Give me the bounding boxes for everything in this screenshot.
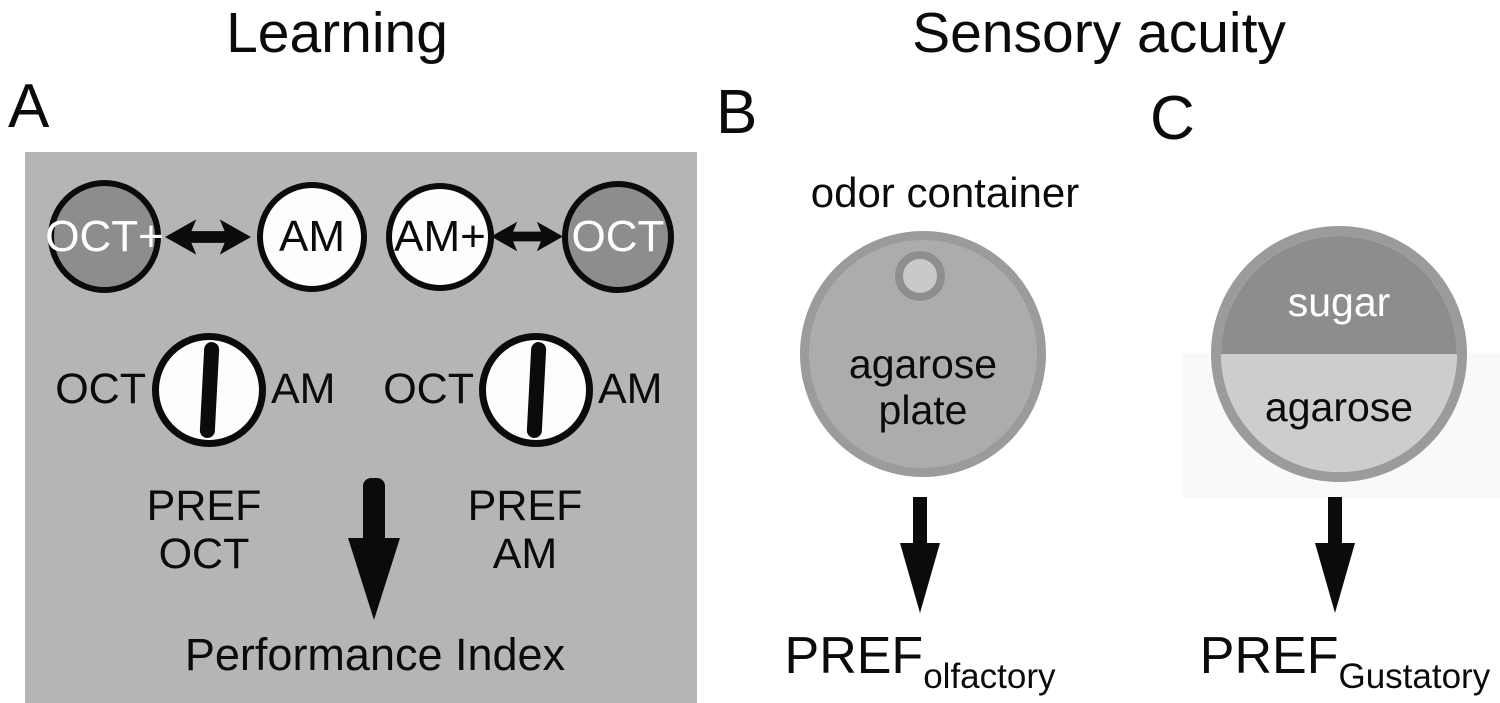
pref-gustatory-label: PREFGustatory [1180, 627, 1500, 694]
pref-am-text: PREF AM [425, 482, 625, 578]
odor-circle-oct-label: OCT [571, 212, 665, 261]
pref-oct-text: PREF OCT [104, 482, 304, 578]
odor-container-caption: odor container [810, 169, 1080, 216]
down-arrow-icon [346, 478, 402, 622]
panel-a-label: A [8, 72, 50, 141]
pref-olfactory-subscript: olfactory [923, 657, 1056, 696]
pref-olfactory-label: PREFolfactory [750, 627, 1090, 694]
down-arrow-icon [1315, 497, 1355, 615]
odor-circle-oct: OCT [562, 181, 674, 293]
tmaze2-right-label: AM [598, 365, 663, 413]
pref-am-line1: PREF [467, 482, 583, 530]
odor-circle-oct-plus: OCT+ [45, 180, 164, 293]
sugar-agarose-plate-circle: sugar agarose [1211, 226, 1467, 482]
tmaze-choice-circle [152, 333, 266, 447]
panel-b-label: B [716, 78, 758, 147]
odor-container-circle [895, 251, 945, 301]
learning-title: Learning [226, 1, 448, 65]
pref-olfactory-base: PREF [784, 627, 924, 685]
tmaze1-right-label: AM [271, 365, 336, 413]
odor-circle-oct-plus-label: OCT+ [45, 211, 164, 261]
tmaze1-left-label: OCT [55, 365, 146, 413]
agarose-plate-line1: agarose [848, 341, 998, 387]
bidirectional-arrow-icon [165, 217, 251, 257]
odor-circle-am: AM [257, 182, 367, 292]
bidirectional-arrow-icon [491, 218, 563, 255]
pref-am-line2: AM [492, 530, 558, 578]
tmaze-divider-bar [525, 341, 547, 439]
tmaze-choice-circle [479, 333, 593, 447]
down-arrow-icon [900, 497, 940, 615]
sugar-label: sugar [1287, 278, 1391, 325]
agarose-plate-line2: plate [878, 387, 968, 433]
odor-circle-am-plus-label: AM+ [394, 212, 486, 261]
pref-oct-line2: OCT [158, 530, 250, 578]
pref-gustatory-subscript: Gustatory [1338, 657, 1491, 696]
performance-index-label: Performance Index [184, 629, 566, 680]
odor-circle-am-plus: AM+ [386, 183, 494, 291]
agarose-plate-text: agarose plate [823, 341, 1023, 433]
agarose-label: agarose [1264, 383, 1414, 430]
pref-oct-line1: PREF [146, 482, 262, 530]
panel-c-label: C [1150, 84, 1195, 153]
sugar-half: sugar [1221, 236, 1457, 354]
odor-circle-am-label: AM [279, 212, 345, 261]
pref-gustatory-base: PREF [1199, 627, 1339, 685]
tmaze2-left-label: OCT [383, 365, 474, 413]
sensory-acuity-title: Sensory acuity [912, 1, 1286, 65]
tmaze-divider-bar [198, 341, 220, 439]
